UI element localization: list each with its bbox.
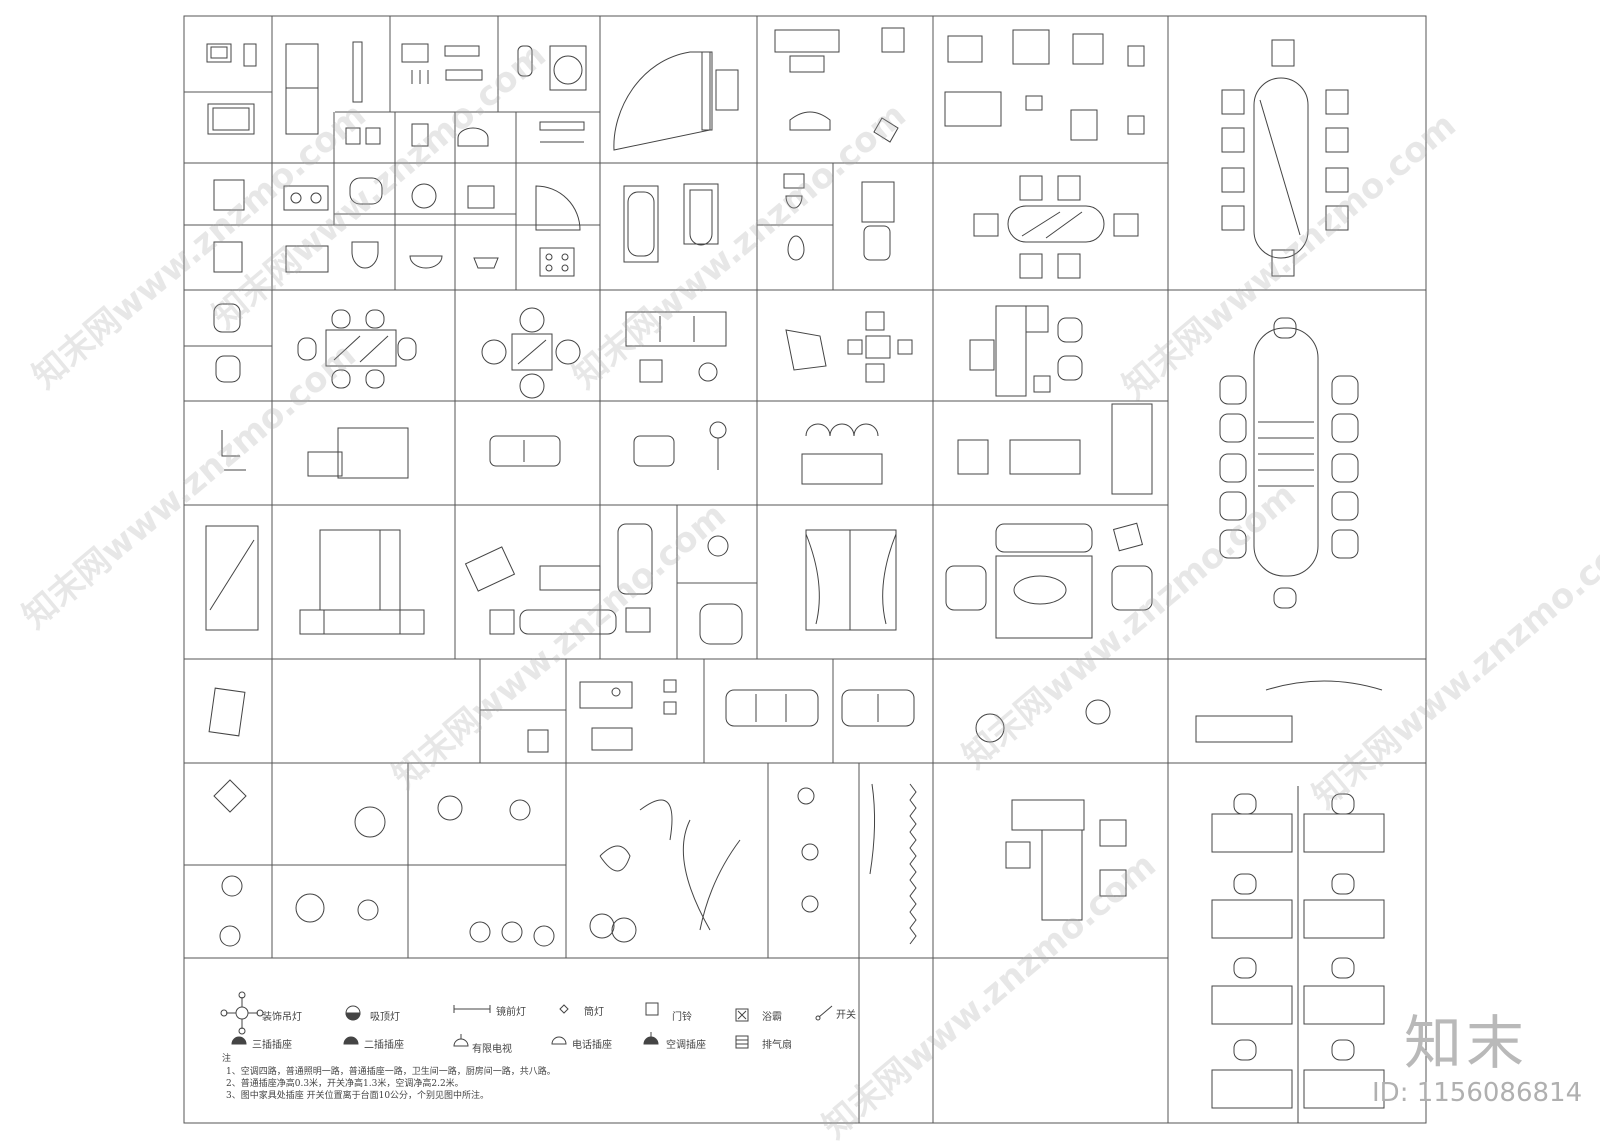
legend-label-doorbell: 门铃 xyxy=(672,1012,692,1023)
legend-label-exhaust-fan: 排气扇 xyxy=(762,1040,792,1051)
note-line-1: 1、空调四路，普通照明一路，普通插座一路，卫生间一路，厨房间一路，共八路。 xyxy=(226,1067,556,1077)
legend-label-phone-socket: 电话插座 xyxy=(572,1040,612,1051)
legend-label-ac-socket: 空调插座 xyxy=(666,1040,706,1051)
note-line-2: 2、普通插座净高0.3米，开关净高1.3米，空调净高2.2米。 xyxy=(226,1079,464,1089)
brand-id: ID: 1156086814 xyxy=(1372,1078,1583,1108)
legend-label-decor-lamp: 装饰吊灯 xyxy=(262,1012,302,1023)
legend-label-bath-heater: 浴霸 xyxy=(762,1012,782,1023)
legend-label-mirror-lamp: 镜前灯 xyxy=(496,1007,526,1018)
plant-symbols xyxy=(219,699,1111,947)
brand-logo: 知末 xyxy=(1404,1009,1529,1077)
furniture-symbols xyxy=(205,27,1385,1123)
legend-label-socket3: 三插插座 xyxy=(252,1040,292,1051)
legend-label-tv-socket: 有限电视 xyxy=(472,1044,512,1055)
notes-title: 注 xyxy=(222,1054,232,1064)
legend-label-ceiling-lamp: 吸顶灯 xyxy=(370,1012,400,1023)
legend-symbols xyxy=(220,991,833,1049)
legend-label-socket2: 二插插座 xyxy=(364,1040,404,1051)
sheet-frame xyxy=(183,15,1427,1124)
grid-lines xyxy=(184,16,1426,1123)
note-line-3: 3、图中家具处插座 开关位置离于台面10公分，个别见图中所注。 xyxy=(226,1091,490,1101)
legend-label-downlight: 筒灯 xyxy=(584,1007,604,1018)
legend-label-switch: 开关 xyxy=(836,1010,856,1021)
